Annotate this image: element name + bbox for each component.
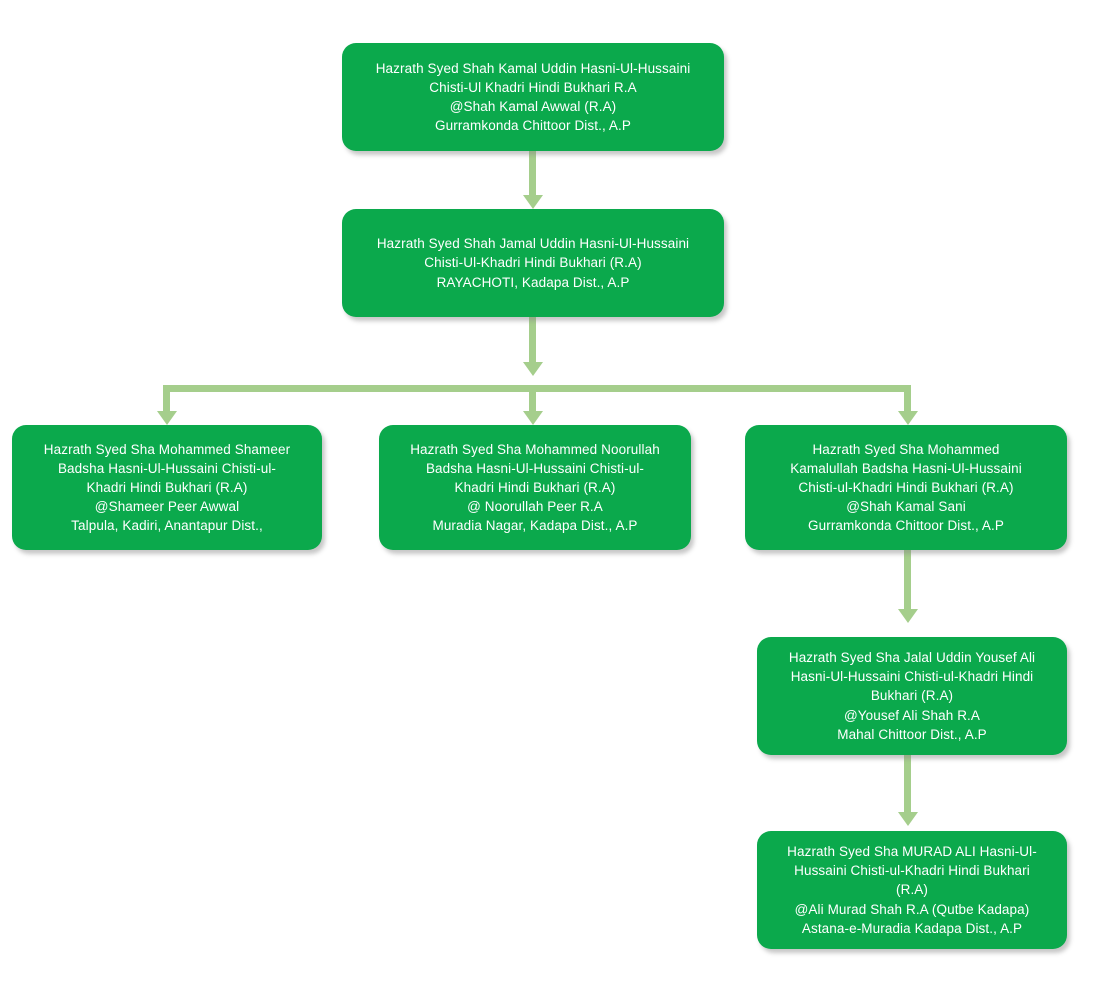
node-murad-ali-label: Hazrath Syed Sha MURAD ALI Hasni-Ul- Hus… — [787, 844, 1037, 936]
connector-jamal-to-branch-bar — [529, 317, 536, 367]
node-noorullah-label: Hazrath Syed Sha Mohammed Noorullah Bads… — [410, 441, 660, 534]
arrowhead-yousef-ali-to-murad-ali — [898, 812, 918, 826]
node-jamal-uddin[interactable]: Hazrath Syed Shah Jamal Uddin Hasni-Ul-H… — [342, 209, 724, 317]
arrowhead-branch-to-shameer — [157, 411, 177, 425]
node-yousef-ali-label: Hazrath Syed Sha Jalal Uddin Yousef Ali … — [788, 650, 1036, 742]
arrowhead-kamalullah-to-yousef-ali — [898, 609, 918, 623]
connector-branch-to-kamalullah — [904, 385, 911, 415]
node-shameer-label: Hazrath Syed Sha Mohammed Shameer Badsha… — [43, 441, 291, 534]
node-kamalullah[interactable]: Hazrath Syed Sha Mohammed Kamalullah Bad… — [745, 425, 1067, 550]
node-jamal-uddin-label: Hazrath Syed Shah Jamal Uddin Hasni-Ul-H… — [376, 236, 690, 290]
node-kamal-uddin[interactable]: Hazrath Syed Shah Kamal Uddin Hasni-Ul-H… — [342, 43, 724, 151]
node-kamal-uddin-label: Hazrath Syed Shah Kamal Uddin Hasni-Ul-H… — [375, 60, 691, 134]
connector-yousef-ali-to-murad-ali — [904, 755, 911, 817]
arrowhead-jamal-to-branch-bar — [523, 362, 543, 376]
node-noorullah[interactable]: Hazrath Syed Sha Mohammed Noorullah Bads… — [379, 425, 691, 550]
arrowhead-branch-to-kamalullah — [898, 411, 918, 425]
arrowhead-kamal-to-jamal — [523, 195, 543, 209]
connector-branch-to-noorullah — [529, 385, 536, 415]
connector-branch-to-shameer — [163, 385, 170, 415]
node-murad-ali[interactable]: Hazrath Syed Sha MURAD ALI Hasni-Ul- Hus… — [757, 831, 1067, 949]
arrowhead-branch-to-noorullah — [523, 411, 543, 425]
node-shameer[interactable]: Hazrath Syed Sha Mohammed Shameer Badsha… — [12, 425, 322, 550]
branch-distribution-bar — [166, 385, 907, 392]
node-yousef-ali[interactable]: Hazrath Syed Sha Jalal Uddin Yousef Ali … — [757, 637, 1067, 755]
node-kamalullah-label: Hazrath Syed Sha Mohammed Kamalullah Bad… — [790, 441, 1022, 534]
connector-kamalullah-to-yousef-ali — [904, 550, 911, 612]
connector-kamal-to-jamal — [529, 151, 536, 199]
